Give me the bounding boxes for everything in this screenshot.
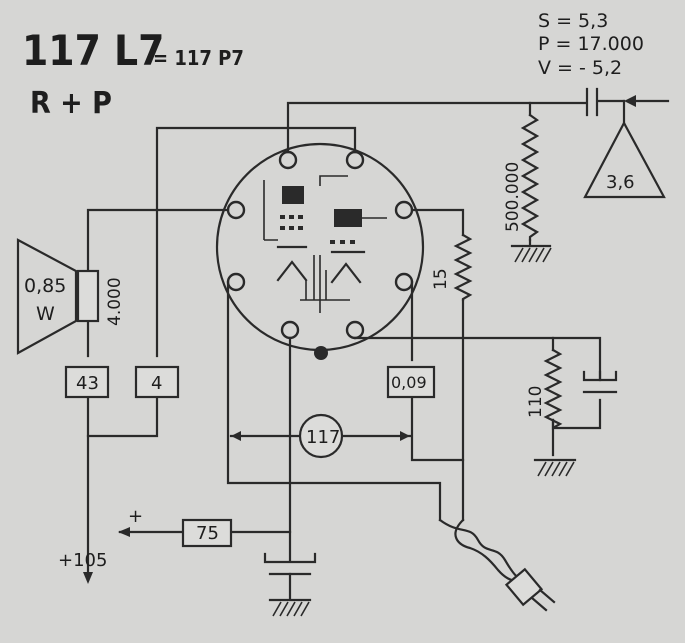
wire-pin5 bbox=[226, 280, 442, 522]
plus-arrow bbox=[118, 527, 130, 537]
grid-ground-hatch bbox=[514, 247, 552, 263]
pin-7 bbox=[280, 320, 300, 340]
speaker-power: 0,85 bbox=[24, 275, 66, 297]
box-75 bbox=[181, 518, 233, 548]
pin-2 bbox=[345, 150, 365, 170]
internal-links bbox=[263, 175, 387, 301]
speaker-cone bbox=[16, 238, 78, 355]
grid-resistor-value: 500.000 bbox=[503, 162, 523, 232]
wire-009-down bbox=[410, 396, 465, 462]
param-p: P = 17.000 bbox=[538, 33, 644, 55]
cathode-bars bbox=[276, 245, 366, 254]
param-v: V = - 5,2 bbox=[538, 57, 622, 79]
heater-circle bbox=[298, 413, 344, 459]
speaker-unit: W bbox=[36, 303, 55, 325]
box-4-label: 4 bbox=[151, 373, 162, 394]
wire-plate-speaker bbox=[86, 208, 230, 273]
box-43 bbox=[64, 365, 110, 399]
supply-voltage: +105 bbox=[58, 550, 107, 571]
box-009-label: 0,09 bbox=[391, 373, 427, 392]
input-triangle-label: 3,6 bbox=[606, 172, 635, 193]
box-75-label: 75 bbox=[196, 523, 219, 544]
speaker-impedance: 4.000 bbox=[105, 277, 125, 326]
mains-cord-b bbox=[454, 518, 520, 584]
tube-equivalent: = 117 P7 bbox=[153, 46, 244, 70]
internal-wires bbox=[305, 255, 327, 313]
wire-pin2-box4 bbox=[155, 126, 357, 358]
supply-arrow bbox=[83, 572, 93, 584]
pin-8 bbox=[345, 320, 365, 340]
bottom-ground-hatch bbox=[272, 601, 310, 617]
screen-resistor-value: 15 bbox=[431, 268, 451, 290]
pin-3 bbox=[226, 200, 246, 220]
pin-4 bbox=[394, 200, 414, 220]
grid-dots bbox=[280, 215, 355, 244]
box-4 bbox=[134, 365, 180, 399]
coupling-capacitor bbox=[585, 87, 626, 117]
pentode-plate bbox=[334, 209, 362, 227]
cathode-resistor-value: 110 bbox=[526, 386, 546, 418]
screen-resistor bbox=[453, 233, 473, 302]
heater-filaments bbox=[276, 260, 362, 284]
speaker-coil bbox=[76, 269, 100, 323]
cathode-ground-hatch bbox=[537, 461, 575, 477]
cathode-capacitor bbox=[582, 370, 618, 394]
wire-box4-down bbox=[86, 396, 159, 438]
wire-cathode bbox=[353, 336, 602, 382]
wire-screen bbox=[410, 208, 465, 237]
tube-envelope bbox=[215, 142, 425, 352]
grid-resistor bbox=[520, 113, 540, 242]
tube-subtitle: R + P bbox=[30, 86, 112, 121]
bottom-ground bbox=[268, 572, 312, 602]
pin-1 bbox=[278, 150, 298, 170]
pin-5 bbox=[226, 272, 246, 292]
param-s: S = 5,3 bbox=[538, 10, 608, 32]
pin-6 bbox=[394, 272, 414, 292]
heater-circle-label: 117 bbox=[306, 427, 340, 448]
plug-prongs bbox=[530, 588, 556, 612]
input-triangle bbox=[583, 120, 666, 199]
mains-plug bbox=[504, 567, 544, 607]
box-43-label: 43 bbox=[76, 373, 99, 394]
tube-code: 117 L7 bbox=[22, 26, 164, 75]
input-arrow bbox=[624, 95, 636, 107]
cathode-resistor bbox=[543, 348, 563, 430]
diode-plate bbox=[282, 186, 304, 204]
box-009 bbox=[386, 365, 436, 399]
wire-grid-top bbox=[286, 101, 587, 154]
supply-plus: + bbox=[128, 506, 143, 527]
tube-locator bbox=[314, 346, 328, 360]
mains-cord-a bbox=[438, 518, 522, 582]
